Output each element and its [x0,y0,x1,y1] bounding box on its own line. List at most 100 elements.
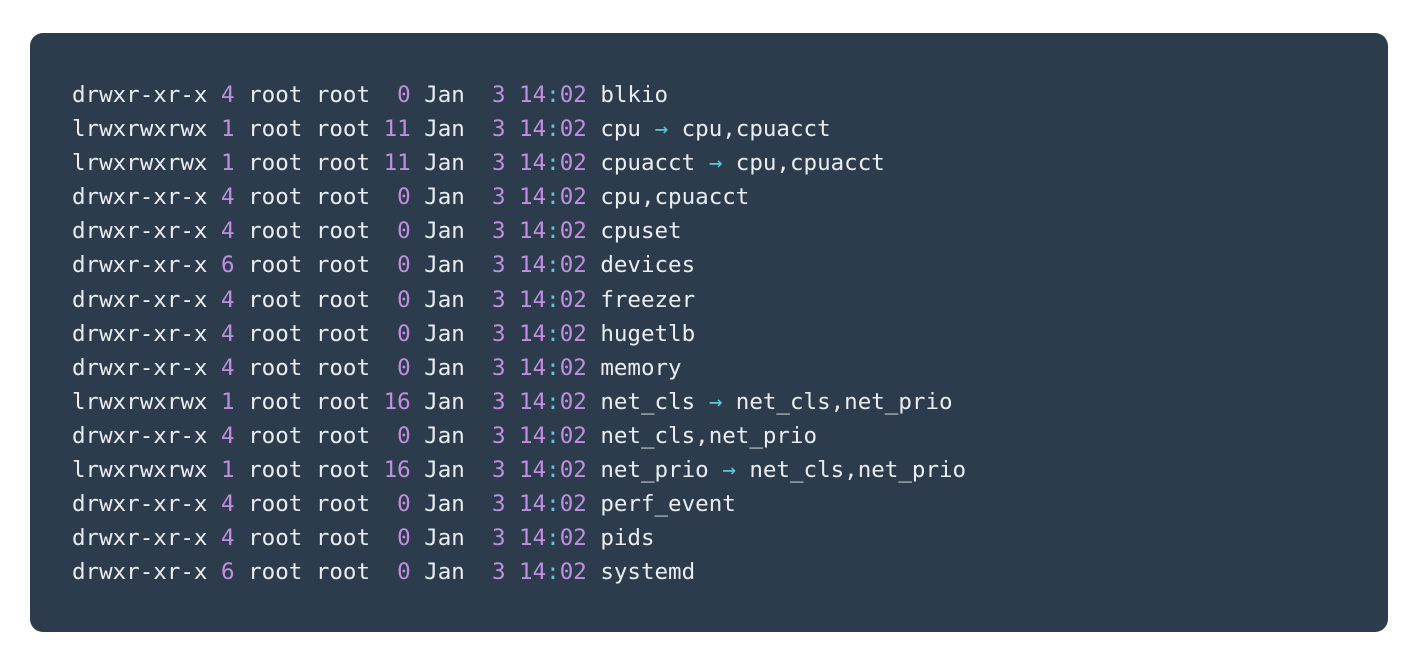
link-count-cell: 1 [221,150,235,177]
spacer [235,559,249,585]
permissions-cell: drwxr-xr-x [72,525,208,552]
month-cell: Jan [424,457,465,484]
time-hours: 14 [519,286,547,313]
month-cell: Jan [424,320,465,347]
symlink-target-cell: net_cls,net_prio [735,388,953,415]
spacer [641,116,655,142]
time-hours: 14 [519,116,547,143]
spacer [722,389,736,415]
group-cell: root [315,82,371,108]
spacer [465,252,479,278]
spacer [506,287,520,313]
listing-row: drwxr-xr-x 4 root root 0 Jan 3 14:02 per… [72,487,1388,521]
time-colon: : [546,82,560,108]
spacer [695,389,709,415]
time-hours: 14 [519,388,547,415]
day-cell: 3 [478,320,506,347]
permissions-cell: drwxr-xr-x [72,422,208,449]
size-cell: 0 [383,525,411,552]
owner-cell: root [248,218,303,245]
spacer [465,491,479,517]
link-count-cell: 4 [221,286,235,313]
day-cell: 3 [478,252,506,279]
spacer [370,559,384,585]
link-count-cell: 4 [221,82,235,108]
spacer [302,525,316,551]
size-cell: 11 [383,116,411,143]
month-cell: Jan [424,388,465,415]
spacer [235,457,249,483]
size-cell: 0 [383,559,411,586]
time-colon: : [546,150,560,177]
spacer [370,321,384,347]
time-colon: : [546,457,560,484]
spacer [506,491,520,517]
time-hours: 14 [519,457,547,484]
group-cell: root [315,491,371,518]
listing-row: lrwxrwxrwx 1 root root 16 Jan 3 14:02 ne… [72,453,1388,487]
month-cell: Jan [424,150,465,177]
spacer [235,252,249,278]
time-minutes: 02 [559,491,587,518]
owner-cell: root [248,422,303,449]
spacer [302,252,316,278]
time-minutes: 02 [559,184,587,211]
size-cell: 0 [383,82,411,108]
spacer [695,150,709,176]
filename-cell: blkio [600,82,669,108]
spacer [370,252,384,278]
spacer [465,150,479,176]
time-minutes: 02 [559,150,587,177]
spacer [370,218,384,244]
spacer [302,150,316,176]
spacer [411,218,425,244]
owner-cell: root [248,150,303,177]
spacer [506,525,520,551]
spacer [370,389,384,415]
permissions-cell: drwxr-xr-x [72,354,208,381]
spacer [506,184,520,210]
spacer [465,82,479,108]
listing-row: drwxr-xr-x 4 root root 0 Jan 3 14:02 hug… [72,317,1388,351]
link-count-cell: 1 [221,388,235,415]
group-cell: root [315,116,371,143]
spacer [587,525,601,551]
day-cell: 3 [478,184,506,211]
time-colon: : [546,286,560,313]
day-cell: 3 [478,457,506,484]
link-count-cell: 1 [221,116,235,143]
listing-row: drwxr-xr-x 4 root root 0 Jan 3 14:02 blk… [72,78,1388,112]
permissions-cell: lrwxrwxrwx [72,388,208,415]
time-hours: 14 [519,354,547,381]
spacer [207,321,221,347]
link-count-cell: 4 [221,491,235,518]
permissions-cell: drwxr-xr-x [72,252,208,279]
symlink-arrow-icon: → [708,388,723,415]
spacer [709,457,723,483]
filename-cell: memory [600,354,682,381]
spacer [207,457,221,483]
time-hours: 14 [519,320,547,347]
spacer [411,184,425,210]
filename-cell: cpuacct [600,150,696,177]
spacer [587,559,601,585]
permissions-cell: lrwxrwxrwx [72,457,208,484]
owner-cell: root [248,252,303,279]
link-count-cell: 4 [221,184,235,211]
spacer [411,116,425,142]
listing-row: drwxr-xr-x 4 root root 0 Jan 3 14:02 pid… [72,521,1388,555]
group-cell: root [315,525,371,552]
symlink-arrow-icon: → [722,457,736,484]
permissions-cell: drwxr-xr-x [72,320,208,347]
spacer [235,184,249,210]
month-cell: Jan [424,252,465,279]
spacer [736,457,750,483]
spacer [411,491,425,517]
link-count-cell: 6 [221,559,235,586]
symlink-target-cell: cpu,cpuacct [735,150,885,177]
time-colon: : [546,218,560,245]
month-cell: Jan [424,286,465,313]
symlink-target-cell: cpu,cpuacct [681,116,831,143]
spacer [506,321,520,347]
spacer [465,457,479,483]
